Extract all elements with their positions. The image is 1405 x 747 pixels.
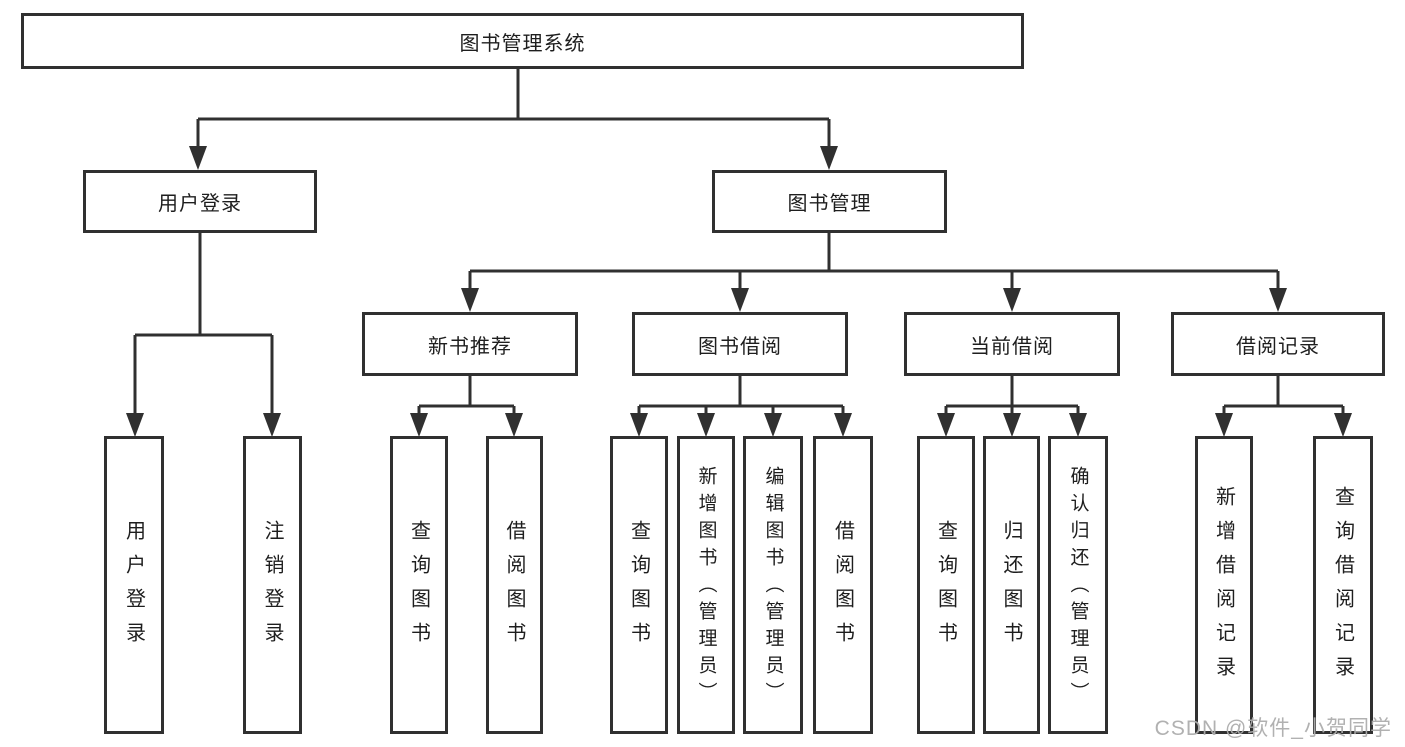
connector-current-borrowing-children <box>937 376 1087 437</box>
node-current-borrowing: 当前借阅 <box>904 312 1120 376</box>
arrow-down-icon <box>1269 288 1287 312</box>
leaf-query-books-current: 查询图书 <box>917 436 975 734</box>
leaf-add-borrow-record: 新增借阅记录 <box>1195 436 1253 734</box>
arrow-down-icon <box>505 413 523 437</box>
leaf-query-books-borrowing: 查询图书 <box>610 436 668 734</box>
node-user-login: 用户登录 <box>83 170 317 233</box>
arrow-down-icon <box>697 413 715 437</box>
arrow-down-icon <box>1215 413 1233 437</box>
node-borrowing-records: 借阅记录 <box>1171 312 1385 376</box>
leaf-query-borrow-record: 查询借阅记录 <box>1313 436 1373 734</box>
connector-root-to-level2 <box>189 69 838 170</box>
arrow-down-icon <box>820 146 838 170</box>
leaf-return-books: 归还图书 <box>983 436 1040 734</box>
arrow-down-icon <box>731 288 749 312</box>
arrow-down-icon <box>1003 288 1021 312</box>
leaf-borrow-books-borrowing: 借阅图书 <box>813 436 873 734</box>
arrow-down-icon <box>126 413 144 437</box>
connector-recommendation-children <box>410 376 523 437</box>
connector-book-management-children <box>461 233 1287 312</box>
leaf-borrow-books-recommendation: 借阅图书 <box>486 436 543 734</box>
leaf-add-books-admin: 新增图书（管理员） <box>677 436 735 734</box>
arrow-down-icon <box>764 413 782 437</box>
leaf-logout: 注销登录 <box>243 436 302 734</box>
arrow-down-icon <box>1069 413 1087 437</box>
arrow-down-icon <box>410 413 428 437</box>
connector-borrowing-children <box>630 376 852 437</box>
arrow-down-icon <box>630 413 648 437</box>
csdn-watermark: CSDN @软件_小贺同学 <box>1154 717 1392 740</box>
node-book-borrowing: 图书借阅 <box>632 312 848 376</box>
node-library-management-system: 图书管理系统 <box>21 13 1024 69</box>
leaf-confirm-return-admin: 确认归还（管理员） <box>1048 436 1108 734</box>
connector-user-login-children <box>126 233 281 437</box>
arrow-down-icon <box>834 413 852 437</box>
leaf-user-login: 用户登录 <box>104 436 164 734</box>
leaf-query-books-recommendation: 查询图书 <box>390 436 448 734</box>
arrow-down-icon <box>461 288 479 312</box>
leaf-edit-books-admin: 编辑图书（管理员） <box>743 436 803 734</box>
arrow-down-icon <box>189 146 207 170</box>
node-new-book-recommendation: 新书推荐 <box>362 312 578 376</box>
arrow-down-icon <box>937 413 955 437</box>
arrow-down-icon <box>263 413 281 437</box>
arrow-down-icon <box>1334 413 1352 437</box>
node-book-management: 图书管理 <box>712 170 947 233</box>
connector-records-children <box>1215 376 1352 437</box>
arrow-down-icon <box>1003 413 1021 437</box>
